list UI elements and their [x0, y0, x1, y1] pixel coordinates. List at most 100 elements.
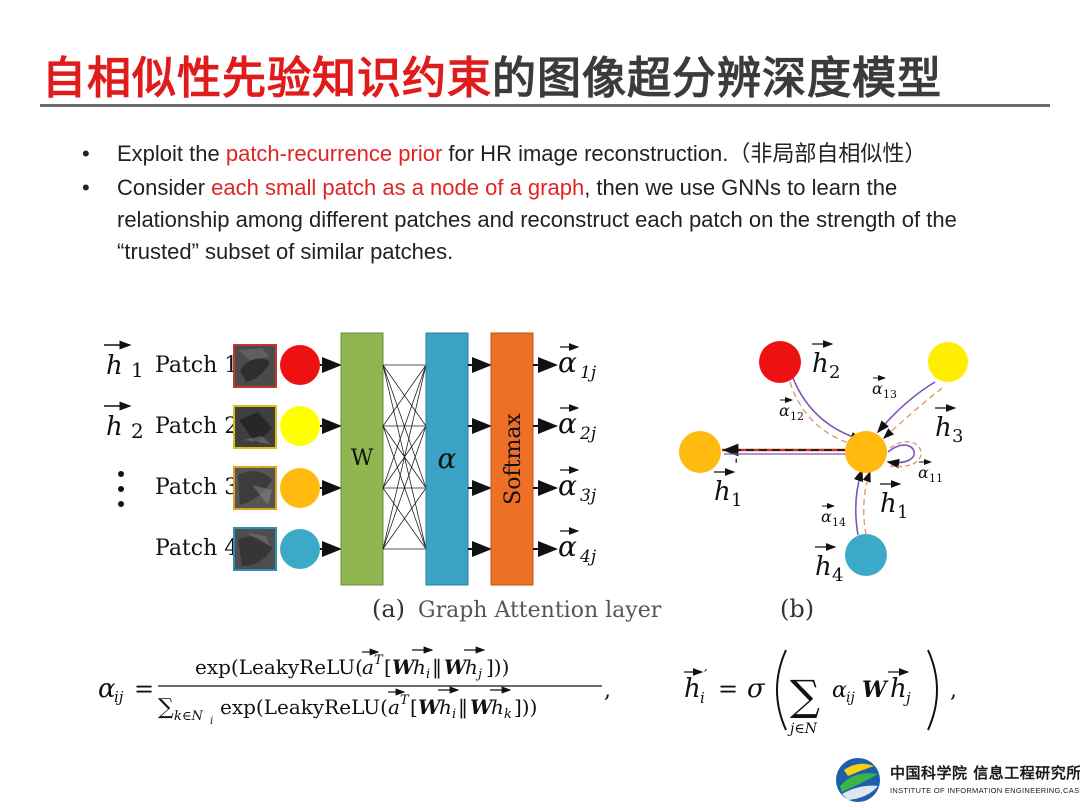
svg-text:14: 14: [832, 516, 846, 529]
patch-4-label: Patch 4: [155, 536, 238, 561]
svg-text:1: 1: [731, 490, 742, 511]
svg-text:α: α: [558, 346, 577, 379]
svg-text:h: h: [491, 695, 504, 719]
svg-text:j: j: [903, 689, 911, 707]
bullet-text-pre: Consider: [117, 175, 212, 200]
bullet-text-post: for HR image reconstruction.（非局部自相似性）: [442, 141, 927, 166]
svg-text:h: h: [815, 552, 832, 582]
svg-text:W: W: [862, 677, 889, 703]
vertical-ellipsis: [118, 471, 124, 507]
bullet-text-post: , then we use GNNs to learn the relation…: [117, 175, 957, 264]
svg-text:α: α: [98, 674, 116, 704]
svg-text:h: h: [413, 655, 426, 679]
svg-text:h: h: [684, 674, 701, 704]
svg-text:11: 11: [929, 472, 943, 485]
svg-text:i: i: [210, 716, 213, 727]
vector-h2-label: h 2: [104, 401, 144, 443]
svg-text:=: =: [134, 675, 154, 703]
svg-text:1j: 1j: [580, 363, 597, 383]
svg-text:12: 12: [790, 410, 804, 423]
layer-alpha: [425, 332, 469, 586]
node-circle-1: [280, 345, 320, 385]
patch-thumbnail-1: [233, 344, 277, 388]
svg-text:h: h: [106, 351, 123, 381]
input-arrows: [320, 357, 342, 557]
svg-text:∑: ∑: [790, 671, 820, 720]
svg-text:[: [: [410, 695, 418, 719]
output-alpha-4j: α 4j: [558, 527, 597, 567]
edge-label-alpha12: α 12: [779, 397, 804, 423]
svg-text:j: j: [475, 667, 482, 682]
bullet-highlight: each small patch as a node of a graph: [211, 175, 585, 200]
svg-text:α: α: [558, 469, 577, 502]
svg-text:13: 13: [883, 388, 897, 401]
bullet-highlight: patch-recurrence prior: [225, 141, 443, 166]
svg-text:h: h: [714, 477, 731, 507]
svg-text:′: ′: [704, 666, 708, 684]
label-h1-prime: h 1 ': [714, 455, 742, 511]
svg-text:i: i: [700, 689, 705, 707]
svg-text:])): ])): [514, 695, 537, 719]
svg-text:3: 3: [952, 426, 963, 447]
label-h4: h 4: [815, 543, 843, 586]
svg-text:4j: 4j: [579, 547, 597, 567]
svg-text:W: W: [392, 655, 417, 679]
svg-text:h: h: [812, 349, 829, 379]
alpha-to-softmax-arrows: [468, 357, 492, 557]
layer-alpha-label: α: [438, 442, 457, 475]
svg-text:α: α: [779, 401, 790, 420]
svg-text:])): ])): [486, 655, 509, 679]
svg-text:W: W: [444, 655, 469, 679]
figure-a-caption-tag: (a): [372, 595, 405, 623]
svg-text:2j: 2j: [579, 424, 597, 444]
svg-text:W: W: [470, 695, 495, 719]
svg-text:∑: ∑: [158, 695, 174, 720]
label-h3: h 3: [935, 404, 963, 447]
edge-label-alpha14: α 14: [821, 503, 846, 529]
figure-a-caption: Graph Attention layer: [418, 598, 662, 623]
patch-thumbnail-3: [233, 466, 277, 510]
layer-w-label: W: [351, 446, 374, 471]
layer-w: [340, 332, 384, 586]
svg-text:ij: ij: [114, 688, 124, 706]
svg-text:': ': [734, 455, 738, 474]
svg-text:i: i: [452, 707, 456, 722]
svg-text:exp(LeakyReLU(: exp(LeakyReLU(: [220, 695, 388, 719]
bullet-item: Consider each small patch as a node of a…: [80, 172, 960, 268]
svg-text:k∈N: k∈N: [174, 709, 204, 724]
svg-text:[: [: [384, 655, 392, 679]
svg-text:‖: ‖: [432, 655, 442, 680]
equation-attention: α ij = exp(LeakyReLU( a T [ W h i ‖ W h …: [98, 646, 611, 727]
svg-text:3j: 3j: [580, 486, 597, 506]
patch-thumbnail-4: [233, 527, 277, 571]
bullet-item: Exploit the patch-recurrence prior for H…: [80, 138, 960, 170]
cas-emblem-icon: [836, 758, 880, 802]
output-alpha-2j: α 2j: [558, 404, 597, 444]
svg-text:2: 2: [131, 419, 144, 443]
patch-1-label: Patch 1: [155, 353, 238, 378]
svg-text:2: 2: [829, 362, 840, 383]
svg-text:T: T: [374, 653, 384, 668]
svg-text:α: α: [558, 407, 577, 440]
svg-text:W: W: [418, 695, 443, 719]
svg-text:α: α: [821, 507, 832, 526]
svg-text:ij: ij: [846, 690, 855, 706]
bullet-list: Exploit the patch-recurrence prior for H…: [80, 138, 960, 270]
slide-title: 自相似性先验知识约束的图像超分辨深度模型: [42, 42, 942, 106]
node-circle-3: [280, 468, 320, 508]
label-h1: h 1: [880, 480, 908, 523]
svg-text:α: α: [872, 379, 883, 398]
svg-text:1: 1: [897, 502, 908, 523]
institute-subtitle: INSTITUTE OF INFORMATION ENGINEERING,CAS: [890, 786, 1080, 795]
svg-text:α: α: [918, 463, 929, 482]
output-alpha-3j: α 3j: [558, 466, 597, 506]
node-circle-4: [280, 529, 320, 569]
vector-h1-label: h 1: [104, 340, 144, 382]
figure-b-caption-tag: (b): [780, 595, 814, 623]
patch-3-label: Patch 3: [155, 475, 238, 500]
svg-text:a: a: [362, 655, 374, 679]
svg-text:h: h: [935, 413, 952, 443]
svg-text:h: h: [880, 489, 897, 519]
edge-label-alpha11: α 11: [918, 459, 943, 485]
svg-text:T: T: [400, 693, 410, 708]
